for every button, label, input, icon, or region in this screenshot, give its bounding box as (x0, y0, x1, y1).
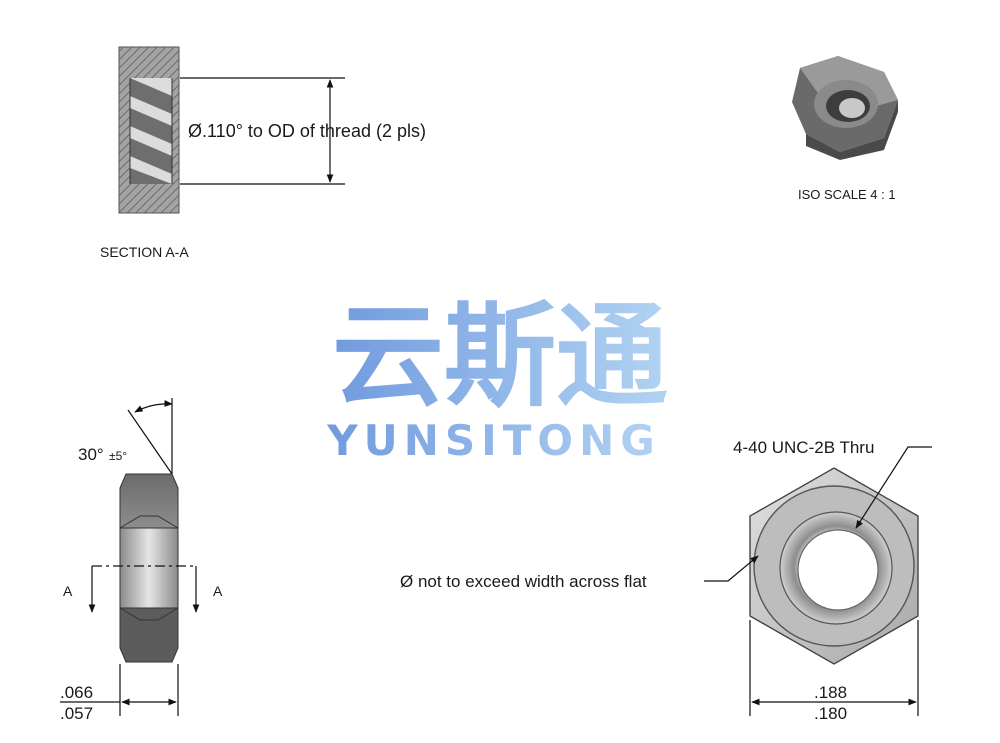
width-min: .180 (814, 704, 847, 723)
diameter-note: Ø not to exceed width across flat (400, 572, 647, 591)
thread-bore (129, 78, 173, 184)
width-max: .188 (814, 683, 847, 702)
thread-callout: 4-40 UNC-2B Thru (733, 438, 874, 457)
thread-od-note: Ø.110° to OD of thread (2 pls) (188, 121, 426, 141)
iso-caption: ISO SCALE 4 : 1 (798, 187, 896, 202)
watermark-latin: YUNSITONG (326, 416, 661, 465)
side-view: 30° ±5° A A .066 .057 (60, 398, 223, 723)
thickness-min: .057 (60, 704, 93, 723)
section-mark-right: A (213, 583, 223, 599)
side-nut (119, 473, 179, 663)
section-mark-left: A (63, 583, 73, 599)
front-nut (749, 467, 919, 665)
chamfer-tolerance: ±5° (109, 449, 127, 463)
watermark-chinese: 云斯通 (332, 292, 668, 422)
front-view: 4-40 UNC-2B Thru Ø not to exceed width a… (400, 438, 932, 723)
chamfer-angle-arc (134, 400, 173, 413)
chamfer-angle: 30° (78, 445, 104, 464)
thickness-max: .066 (60, 683, 93, 702)
watermark: 云斯通 YUNSITONG (326, 292, 668, 465)
section-title: SECTION A-A (100, 244, 189, 260)
iso-view: ISO SCALE 4 : 1 (792, 56, 898, 202)
section-view: Ø.110° to OD of thread (2 pls) SECTION A… (100, 46, 426, 260)
iso-nut (792, 56, 898, 160)
